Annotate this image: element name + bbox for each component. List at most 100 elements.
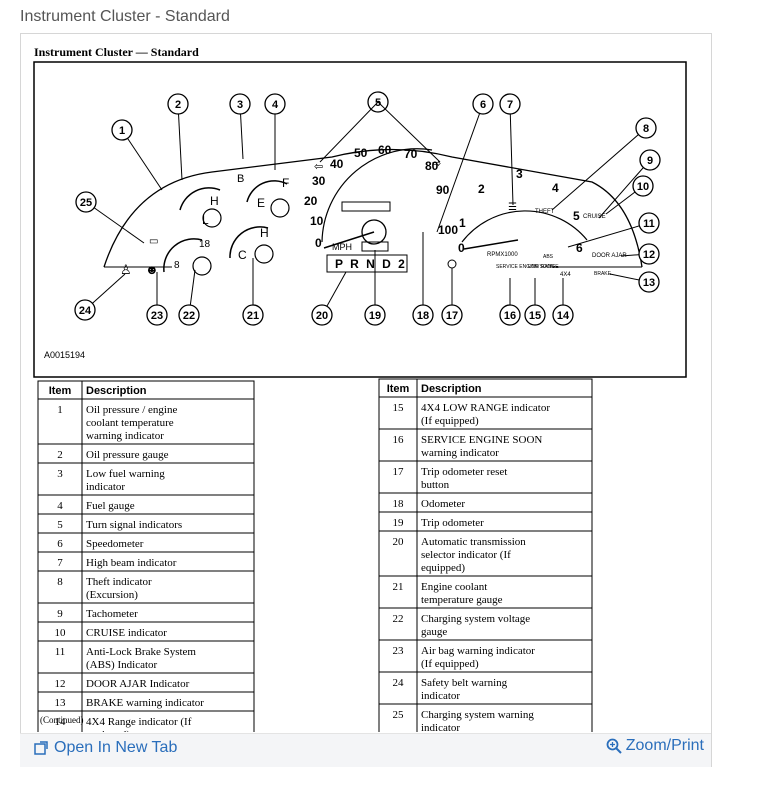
trip-reset-button: [447, 259, 457, 269]
callout-circle: [552, 304, 574, 326]
callout-circle: [311, 304, 333, 326]
temp-gauge-hub: [254, 244, 274, 264]
callout-circle: [499, 93, 521, 115]
table-item-cell: 25: [393, 709, 405, 721]
table-item-cell: 10: [55, 627, 67, 639]
low-range-label: LOW RANGE: [528, 264, 559, 270]
seatbelt-icon: ♙: [120, 262, 132, 277]
speed-tick-label: 30: [312, 174, 326, 188]
callout-circle: [264, 93, 286, 115]
table-item-cell: 1: [57, 404, 63, 416]
fuel-gauge-arc: [246, 180, 288, 203]
callout-label: 24: [79, 305, 92, 317]
callout-circle: [364, 304, 386, 326]
table-row: [37, 710, 255, 732]
tach-tick-label: 3: [516, 167, 523, 181]
rpm-label: RPMX1000: [487, 252, 518, 258]
table-description-cell: DOOR AJAR Indicator: [86, 678, 190, 690]
callout-circle: [146, 304, 168, 326]
table-item-cell: 14: [55, 716, 67, 728]
table-header-cell: Item: [49, 385, 72, 397]
temp-c-label: C: [238, 248, 247, 262]
table-row: [378, 511, 593, 532]
callout-label: 1: [119, 125, 125, 137]
open-in-new-tab-link[interactable]: Open In New Tab: [34, 739, 177, 757]
table-description-cell: Turn signal indicators: [86, 519, 182, 531]
callout-leader: [598, 159, 651, 219]
callout-label: 10: [637, 181, 649, 193]
callout-leader: [377, 101, 441, 163]
table-description-cell: Speedometer: [86, 538, 144, 550]
footer-bar: [20, 733, 711, 767]
table-header-row: [378, 378, 593, 398]
callout-label: 15: [529, 310, 541, 322]
odometer-display: [341, 201, 391, 212]
callout-circle: [412, 304, 434, 326]
callout-circle: [75, 191, 97, 213]
callout-leader: [177, 103, 183, 181]
fuel-f-label: F: [282, 176, 289, 190]
callout-leader: [319, 101, 379, 163]
high-beam-icon: ☰: [508, 202, 517, 213]
callout-circle: [638, 271, 660, 293]
table-description-cell: High beam indicator: [86, 557, 177, 569]
table-item-cell: 3: [57, 468, 63, 480]
table-description-cell: Air bag warning indicator(If equipped): [421, 645, 535, 670]
callout-leader: [509, 103, 514, 206]
cluster-outline: [103, 148, 643, 268]
table-row: [37, 640, 255, 674]
callout-circle: [242, 304, 264, 326]
callout-circle: [524, 304, 546, 326]
zoom-print-link[interactable]: Zoom/Print: [606, 737, 704, 755]
callout-circle: [635, 117, 657, 139]
speedo-needle: [323, 231, 375, 249]
callout-circle: [111, 119, 133, 141]
oil-gauge-arc: [179, 187, 221, 211]
prnd-label: P R N D 2: [335, 257, 407, 271]
callout-label: 2: [175, 99, 181, 111]
continued-label: (Continued): [40, 715, 84, 725]
table-row: [37, 532, 255, 553]
abs-label: ABS: [543, 254, 554, 260]
low-fuel-label: B: [237, 173, 244, 185]
oil-h-label: H: [210, 194, 219, 208]
callout-circle: [441, 304, 463, 326]
callout-circle: [178, 304, 200, 326]
figure-heading: Instrument Cluster — Standard: [34, 45, 199, 59]
callout-label: 17: [446, 310, 458, 322]
tach-needle: [463, 239, 519, 250]
callout-circle: [74, 299, 96, 321]
theft-label: THEFT: [535, 209, 555, 215]
table-header-cell: Description: [86, 385, 147, 397]
four-by-four-label: 4X4: [560, 272, 571, 278]
table-description-cell: 4X4 LOW RANGE indicator(If equipped): [421, 402, 550, 427]
table-header-cell: Description: [421, 383, 482, 395]
figure-id: A0015194: [44, 350, 85, 360]
cruise-label: CRUISE: [583, 214, 606, 220]
tach-arc: [461, 210, 588, 243]
table-description-cell: Oil pressure gauge: [86, 449, 169, 461]
callout-label: 3: [237, 99, 243, 111]
callout-circle: [632, 175, 654, 197]
table-row: [378, 639, 593, 673]
speed-tick-label: 70: [404, 147, 418, 161]
speedo-arc: [321, 148, 433, 243]
callout-circle: [472, 93, 494, 115]
speed-tick-label: 100: [438, 223, 458, 237]
table-item-cell: 6: [57, 538, 63, 550]
callout-label: 19: [369, 310, 381, 322]
table-item-cell: 8: [57, 576, 63, 588]
callout-label: 14: [557, 310, 570, 322]
callout-label: 23: [151, 310, 163, 322]
volt-gauge-arc: [163, 238, 203, 273]
table-row: [37, 602, 255, 623]
callout-circle: [499, 304, 521, 326]
callout-label: 8: [643, 123, 649, 135]
